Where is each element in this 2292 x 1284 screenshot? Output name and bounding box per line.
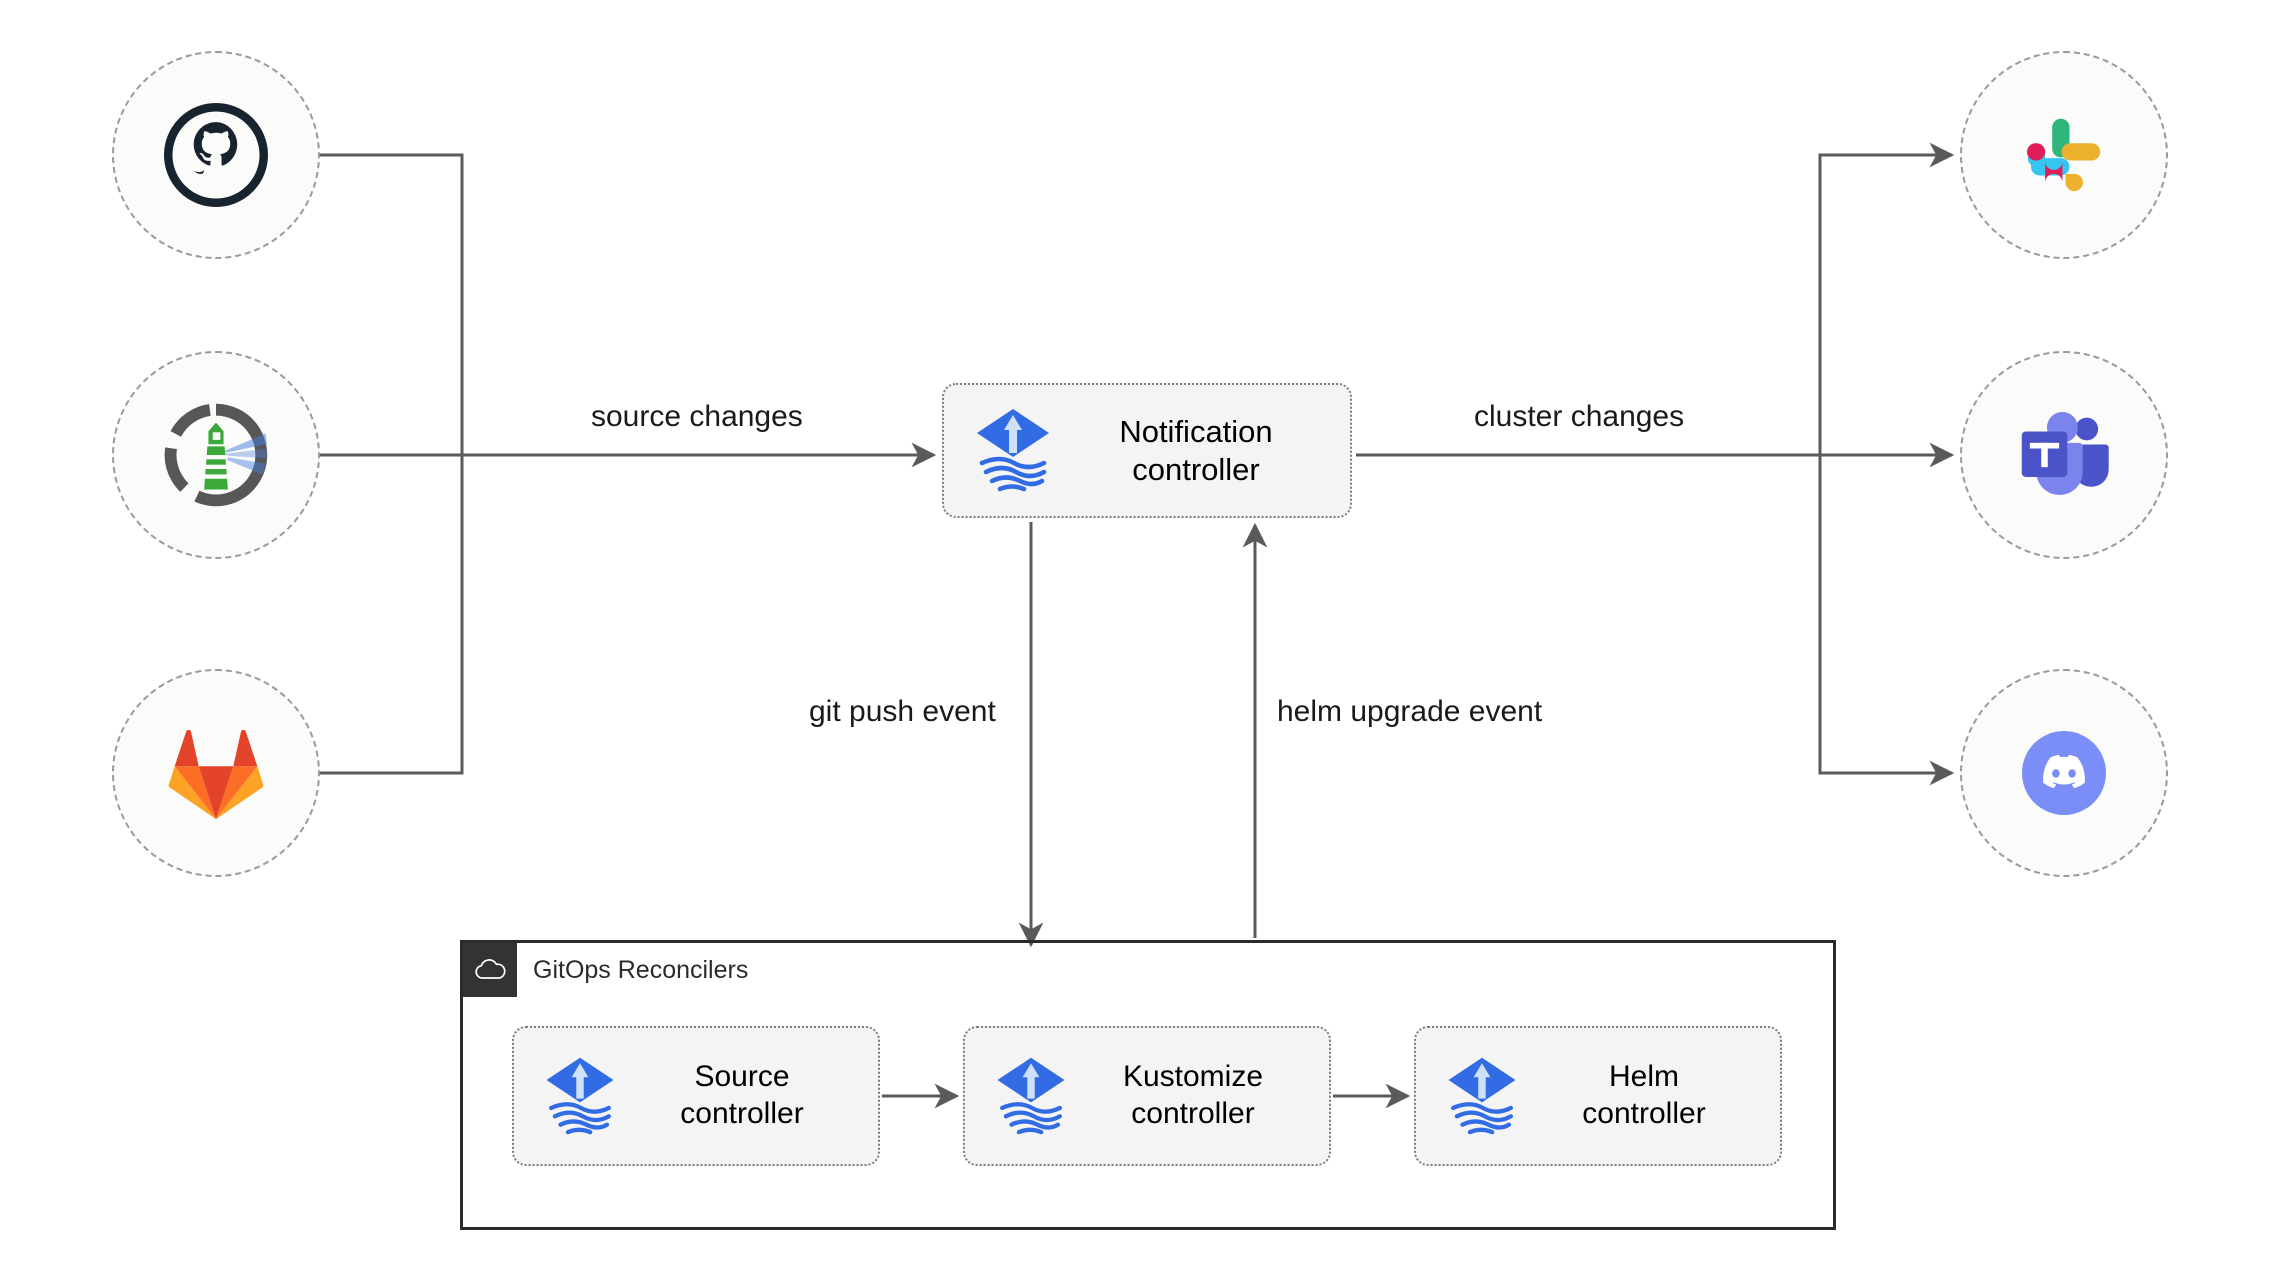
slack-icon bbox=[2016, 107, 2112, 203]
target-node-slack[interactable] bbox=[1960, 51, 2168, 259]
flux-icon bbox=[991, 1051, 1071, 1142]
edge-label-git-push-event: git push event bbox=[800, 695, 1005, 729]
kustomize-controller-box[interactable]: Kustomize controller bbox=[963, 1026, 1331, 1166]
source-node-github[interactable] bbox=[112, 51, 320, 259]
discord-icon bbox=[2014, 723, 2114, 823]
flux-icon bbox=[970, 403, 1056, 498]
edge-label-source-changes: source changes bbox=[582, 400, 812, 434]
flux-icon bbox=[1442, 1051, 1522, 1142]
source-node-flux[interactable] bbox=[112, 351, 320, 559]
target-node-discord[interactable] bbox=[1960, 669, 2168, 877]
github-icon bbox=[164, 103, 268, 207]
gitops-group-header: GitOps Reconcilers bbox=[463, 943, 748, 997]
notification-controller-box[interactable]: Notification controller bbox=[942, 383, 1352, 518]
gitops-group-title: GitOps Reconcilers bbox=[533, 955, 749, 984]
helm-controller-label: Helm controller bbox=[1582, 1060, 1706, 1130]
source-node-gitlab[interactable] bbox=[112, 669, 320, 877]
notification-controller-label: Notification controller bbox=[1119, 413, 1273, 487]
wire-github-to-bus bbox=[320, 153, 464, 455]
wire-gitlab-to-bus bbox=[320, 455, 464, 775]
wire-bus-to-discord bbox=[1818, 455, 1955, 786]
edge-label-cluster-changes: cluster changes bbox=[1465, 400, 1694, 434]
kustomize-controller-label: Kustomize controller bbox=[1122, 1060, 1264, 1130]
gitlab-icon bbox=[162, 723, 270, 823]
helm-controller-box[interactable]: Helm controller bbox=[1414, 1026, 1782, 1166]
flux-icon bbox=[540, 1051, 620, 1142]
source-controller-box[interactable]: Source controller bbox=[512, 1026, 880, 1166]
edge-label-helm-upgrade-event: helm upgrade event bbox=[1268, 695, 1552, 729]
microsoft-teams-icon bbox=[2012, 407, 2116, 503]
source-controller-label: Source controller bbox=[680, 1060, 804, 1130]
flux-lighthouse-icon bbox=[162, 401, 270, 509]
wire-bus-to-slack bbox=[1818, 142, 1955, 455]
target-node-teams[interactable] bbox=[1960, 351, 2168, 559]
cloud-icon bbox=[463, 943, 517, 997]
gitops-reconcilers-group: GitOps Reconcilers bbox=[460, 940, 1836, 1230]
